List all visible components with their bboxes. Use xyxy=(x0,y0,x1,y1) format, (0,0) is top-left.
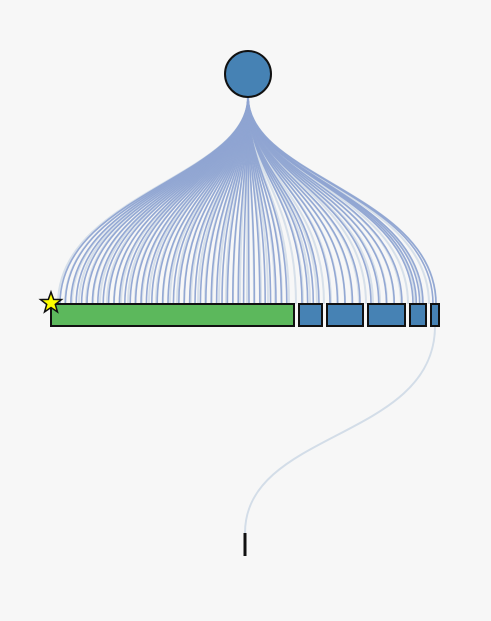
root-node[interactable] xyxy=(224,50,272,98)
child-node-2[interactable] xyxy=(326,303,364,327)
link-to-blue xyxy=(247,96,437,305)
child-node-4[interactable] xyxy=(409,303,427,327)
child-node-3[interactable] xyxy=(367,303,406,327)
child-node-green[interactable] xyxy=(50,303,295,327)
lower-link-group xyxy=(244,325,436,534)
child-node-5[interactable] xyxy=(430,303,440,327)
star-icon xyxy=(38,289,64,314)
link-to-terminal xyxy=(244,325,436,534)
child-node-1[interactable] xyxy=(298,303,323,327)
link-group xyxy=(57,96,437,305)
